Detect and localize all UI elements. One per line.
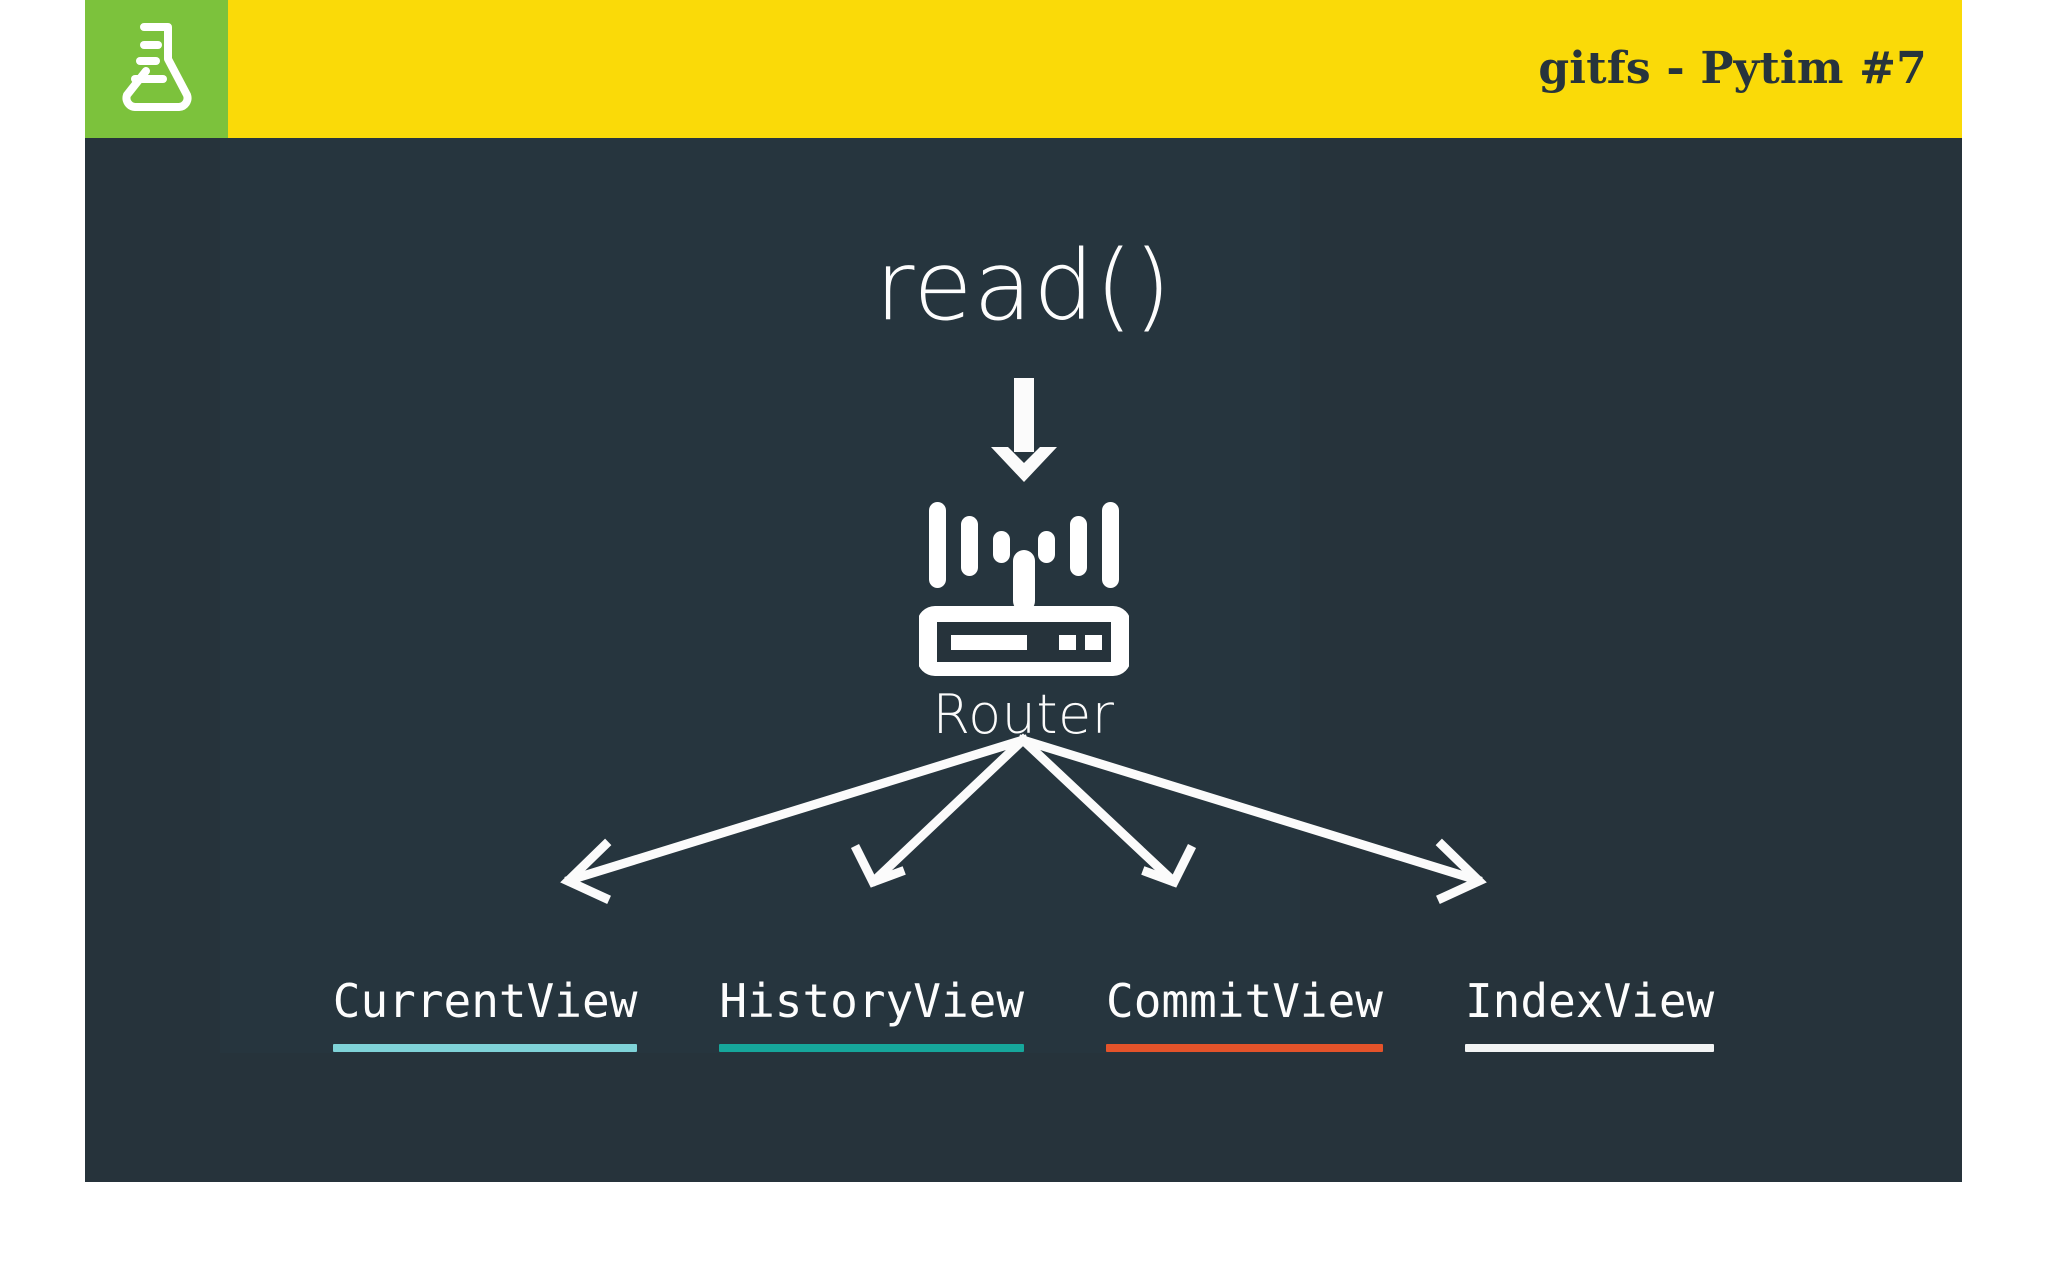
- view-underline: [332, 1043, 638, 1052]
- view-underline: [1464, 1043, 1715, 1052]
- entry-call-label: read(): [874, 230, 1173, 342]
- view-label: CurrentView: [332, 974, 638, 1028]
- logo-tile: [85, 0, 228, 138]
- view-underline: [719, 1043, 1025, 1052]
- view-node-commit[interactable]: CommitView: [1100, 974, 1389, 1052]
- view-underline: [1106, 1043, 1383, 1052]
- view-label: CommitView: [1106, 974, 1383, 1028]
- entry-arrow-wrap: [85, 378, 1962, 493]
- view-label: IndexView: [1464, 974, 1715, 1028]
- slide-root: gitfs - Pytim #7 read(): [85, 0, 1962, 1182]
- view-node-current[interactable]: CurrentView: [327, 974, 644, 1052]
- router-node: Router: [85, 498, 1962, 744]
- page-title: gitfs - Pytim #7: [1538, 43, 1927, 94]
- view-list: CurrentView HistoryView CommitView Index…: [85, 974, 1962, 1052]
- view-node-index[interactable]: IndexView: [1459, 974, 1720, 1052]
- flask-icon: [118, 21, 196, 118]
- down-arrow-icon: [981, 378, 1067, 493]
- slide-header: gitfs - Pytim #7: [85, 0, 1962, 138]
- view-label: HistoryView: [719, 974, 1025, 1028]
- router-label: Router: [932, 683, 1115, 746]
- slide-canvas: read(): [85, 138, 1962, 1182]
- router-icon: [916, 498, 1131, 681]
- view-node-history[interactable]: HistoryView: [713, 974, 1030, 1052]
